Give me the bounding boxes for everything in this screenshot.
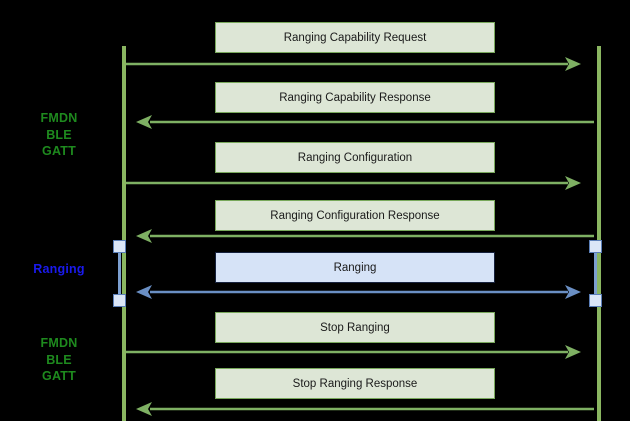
arrow-stop-ranging bbox=[126, 345, 581, 359]
lifeline-right bbox=[597, 46, 601, 421]
arrow-ranging-bidirectional bbox=[136, 285, 581, 299]
activation-bar-left bbox=[118, 246, 121, 306]
phase-label-fmdn-top: FMDN BLE GATT bbox=[40, 111, 78, 158]
activation-square-left-top bbox=[113, 240, 126, 253]
activation-square-right-top bbox=[589, 240, 602, 253]
arrow-ranging-configuration-response bbox=[136, 229, 594, 243]
arrow-ranging-configuration bbox=[126, 176, 581, 190]
arrow-ranging-capability-response bbox=[136, 115, 594, 129]
activation-bar-right bbox=[594, 246, 597, 306]
message-box-ranging[interactable]: Ranging bbox=[215, 252, 495, 283]
phase-label-fmdn-bottom: FMDN BLE GATT bbox=[40, 336, 78, 383]
activation-square-left-bottom bbox=[113, 294, 126, 307]
phase-label-ranging: Ranging bbox=[33, 262, 85, 276]
message-box-ranging-configuration[interactable]: Ranging Configuration bbox=[215, 142, 495, 173]
arrow-stop-ranging-response bbox=[136, 402, 594, 416]
lifeline-left bbox=[122, 46, 126, 421]
arrow-ranging-capability-request bbox=[126, 57, 581, 71]
activation-square-right-bottom bbox=[589, 294, 602, 307]
